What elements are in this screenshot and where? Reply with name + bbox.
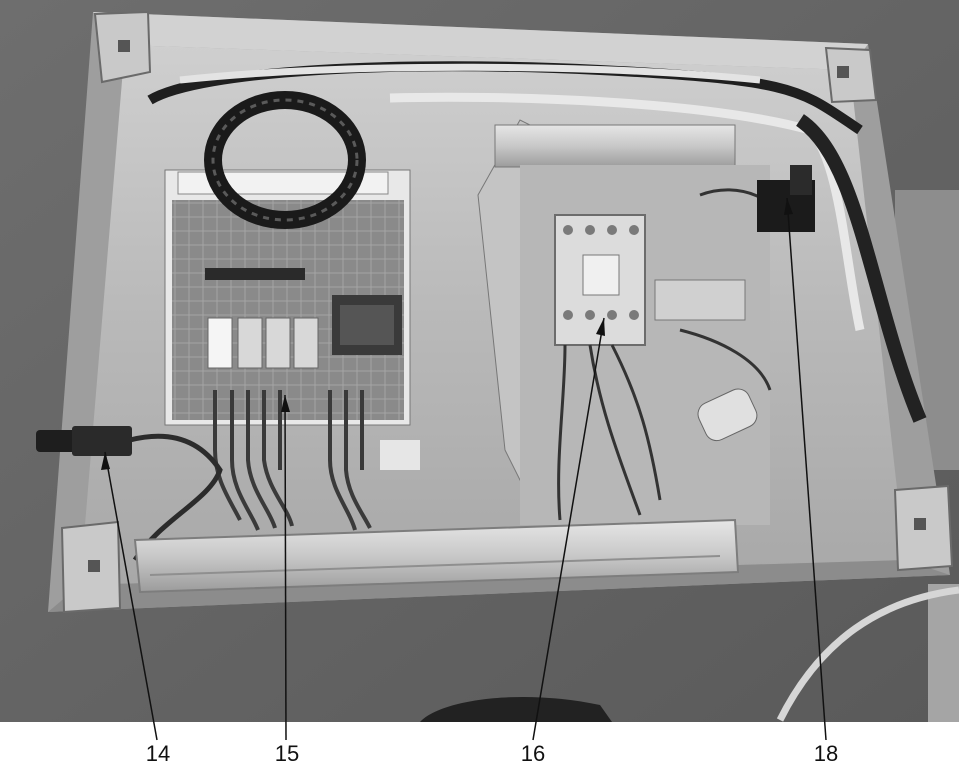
callout-14: 14 xyxy=(145,741,171,766)
callout-18: 18 xyxy=(813,741,839,766)
callout-15: 15 xyxy=(274,741,300,766)
callout-16: 16 xyxy=(520,741,546,766)
